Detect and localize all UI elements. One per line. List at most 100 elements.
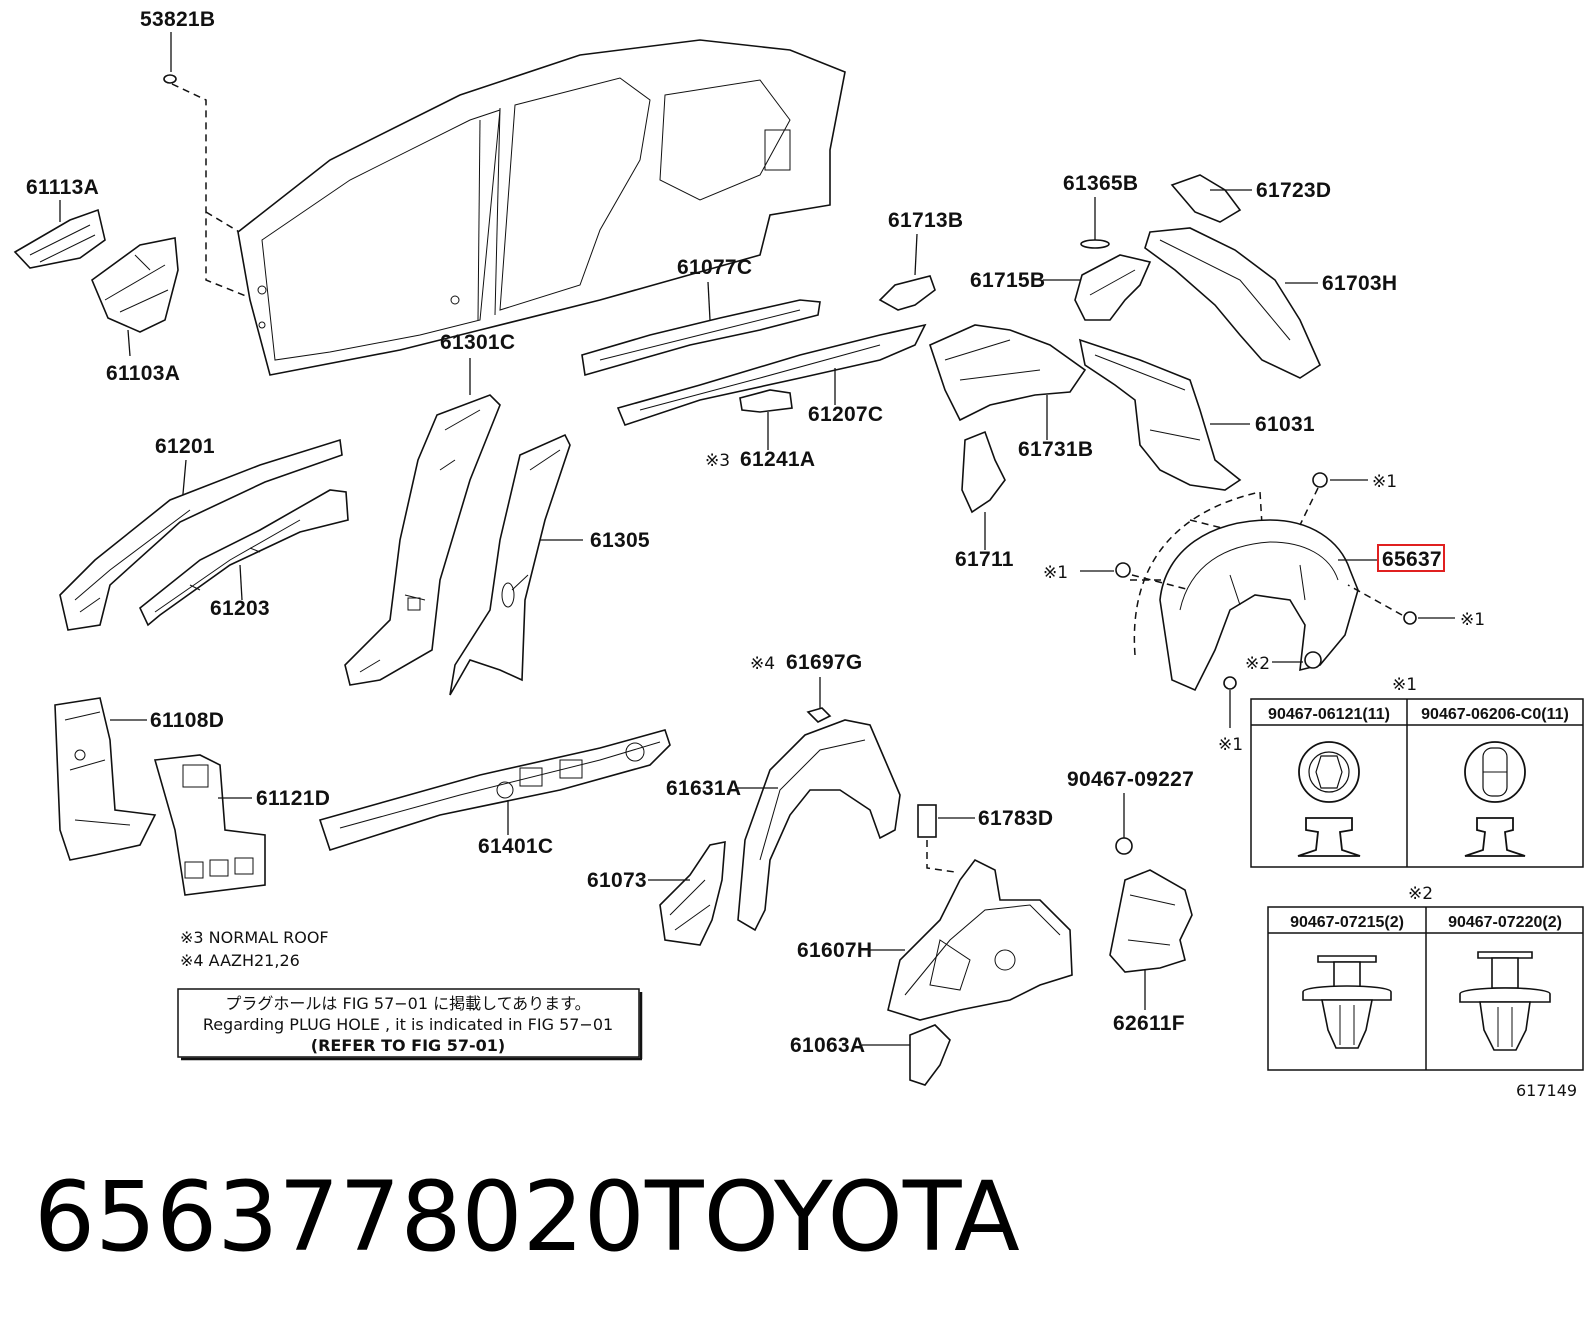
label-61241A[interactable]: 61241A (740, 448, 815, 471)
clip-1-bottom[interactable] (1223, 676, 1237, 690)
part-61103A[interactable] (91, 237, 179, 333)
part-61077C[interactable] (581, 299, 821, 377)
plug-hole-english: Regarding PLUG HOLE , it is indicated in… (203, 1015, 613, 1034)
part-61108D-group: 61108D (54, 697, 224, 861)
label-61108D[interactable]: 61108D (150, 709, 224, 732)
label-61783D[interactable]: 61783D (978, 807, 1053, 830)
note-normal-roof: ※3 NORMAL ROOF (180, 928, 329, 947)
part-61113A-group: 61113A (13, 176, 106, 269)
clip-illustration-90467-06121 (1297, 741, 1361, 857)
label-61063A[interactable]: 61063A (790, 1034, 865, 1057)
label-90467-09227[interactable]: 90467-09227 (1067, 768, 1194, 791)
label-61715B[interactable]: 61715B (970, 269, 1045, 292)
label-61703H[interactable]: 61703H (1322, 272, 1397, 295)
part-61607H[interactable] (887, 858, 1073, 1021)
part-61703H[interactable] (1144, 227, 1322, 379)
part-53821B-clip[interactable] (163, 74, 177, 84)
label-61305[interactable]: 61305 (590, 529, 650, 552)
part-61697G-group: ※4 61697G (750, 651, 863, 723)
part-61031[interactable] (1078, 338, 1242, 491)
part-61731B[interactable] (929, 324, 1087, 422)
part-61241A[interactable] (739, 389, 793, 413)
part-61715B[interactable] (1074, 254, 1152, 321)
label-61713B[interactable]: 61713B (888, 209, 963, 232)
part-61073[interactable] (659, 841, 726, 946)
label-53821B[interactable]: 53821B (140, 8, 215, 31)
part-61301C[interactable] (344, 394, 501, 686)
clip-1-left[interactable] (1115, 562, 1131, 578)
clip-table-1: ※1 90467-06121(11) 90467-06206-C0(11) (1250, 675, 1584, 868)
label-61365B[interactable]: 61365B (1063, 172, 1138, 195)
part-61305-group: 61305 (449, 433, 650, 696)
label-61711[interactable]: 61711 (955, 548, 1014, 571)
part-61723D[interactable] (1170, 174, 1242, 223)
note-aazh: ※4 AAZH21,26 (180, 951, 300, 970)
clip-illustration-90467-06206-C0 (1464, 741, 1526, 857)
clip-header-90467-07220[interactable]: 90467-07220(2) (1448, 914, 1562, 931)
figure-number: 617149 (1516, 1081, 1577, 1100)
clip-1-right[interactable] (1403, 611, 1417, 625)
part-61401C[interactable] (318, 729, 671, 852)
label-61203[interactable]: 61203 (210, 597, 270, 620)
plug-hole-refer[interactable]: (REFER TO FIG 57-01) (311, 1036, 505, 1055)
label-61031[interactable]: 61031 (1255, 413, 1315, 436)
clip-illustration-90467-07215 (1302, 955, 1392, 1049)
label-65637[interactable]: 65637 (1382, 548, 1442, 571)
part-61063A[interactable] (909, 1024, 951, 1086)
part-61201-group: 61201 (59, 435, 343, 631)
part-61365B[interactable] (1080, 239, 1110, 249)
label-61607H[interactable]: 61607H (797, 939, 872, 962)
label-62611F[interactable]: 62611F (1113, 1012, 1185, 1035)
part-61711-group: 61711 (955, 430, 1014, 571)
part-61201[interactable] (59, 438, 343, 631)
part-90467-09227-group: 90467-09227 (1067, 768, 1194, 855)
label-61723D[interactable]: 61723D (1256, 179, 1331, 202)
label-61697G[interactable]: 61697G (786, 651, 863, 674)
caption-brand: TOYOTA (644, 1161, 1020, 1273)
part-61121D[interactable] (153, 754, 266, 896)
part-61121D-group: 61121D (153, 754, 330, 896)
clip-header-90467-06206-C0[interactable]: 90467-06206-C0(11) (1421, 706, 1569, 723)
part-61031-group: 61031 (1078, 338, 1315, 491)
part-62611F[interactable] (1109, 869, 1193, 973)
part-61783D[interactable] (917, 804, 937, 838)
part-61305[interactable] (449, 433, 571, 696)
label-61103A[interactable]: 61103A (106, 362, 180, 385)
part-61113A[interactable] (13, 208, 106, 269)
mark-4-61697G: ※4 (750, 654, 775, 674)
part-61631A[interactable] (737, 719, 901, 932)
label-61121D[interactable]: 61121D (256, 787, 330, 810)
label-61201[interactable]: 61201 (155, 435, 215, 458)
clip-header-90467-07215[interactable]: 90467-07215(2) (1290, 914, 1404, 931)
part-61203-group: 61203 (139, 489, 349, 627)
part-61631A-group: 61631A (666, 719, 901, 932)
label-61207C[interactable]: 61207C (808, 403, 883, 426)
part-61108D[interactable] (54, 697, 157, 861)
label-61301C[interactable]: 61301C (440, 331, 515, 354)
clip-table-1-mark: ※1 (1392, 675, 1417, 695)
part-61713B[interactable] (878, 275, 936, 311)
mark-1-right: ※1 (1460, 610, 1485, 630)
part-61063A-group: 61063A (790, 1024, 951, 1086)
body-side-outer-panel[interactable] (237, 39, 846, 376)
part-90467-09227[interactable] (1115, 837, 1133, 855)
part-61207C-group: 61207C (616, 323, 927, 426)
clip-2[interactable] (1304, 651, 1322, 669)
part-61241A-group: ※3 61241A (705, 389, 815, 471)
mark-2-liner: ※2 (1245, 654, 1270, 674)
label-61731B[interactable]: 61731B (1018, 438, 1093, 461)
label-61631A[interactable]: 61631A (666, 777, 741, 800)
label-61077C[interactable]: 61077C (677, 256, 752, 279)
label-61401C[interactable]: 61401C (478, 835, 553, 858)
part-61697G[interactable] (806, 707, 832, 723)
label-61073[interactable]: 61073 (587, 869, 647, 892)
part-61711[interactable] (961, 430, 1006, 514)
part-61203[interactable] (139, 489, 349, 627)
label-61113A[interactable]: 61113A (26, 176, 99, 199)
clip-1-top[interactable] (1312, 472, 1328, 488)
caption-part-number: 6563778020 (34, 1161, 645, 1273)
clip-header-90467-06121[interactable]: 90467-06121(11) (1268, 706, 1390, 723)
mark-1-left: ※1 (1043, 563, 1068, 583)
mark-1-bottom: ※1 (1218, 735, 1243, 755)
